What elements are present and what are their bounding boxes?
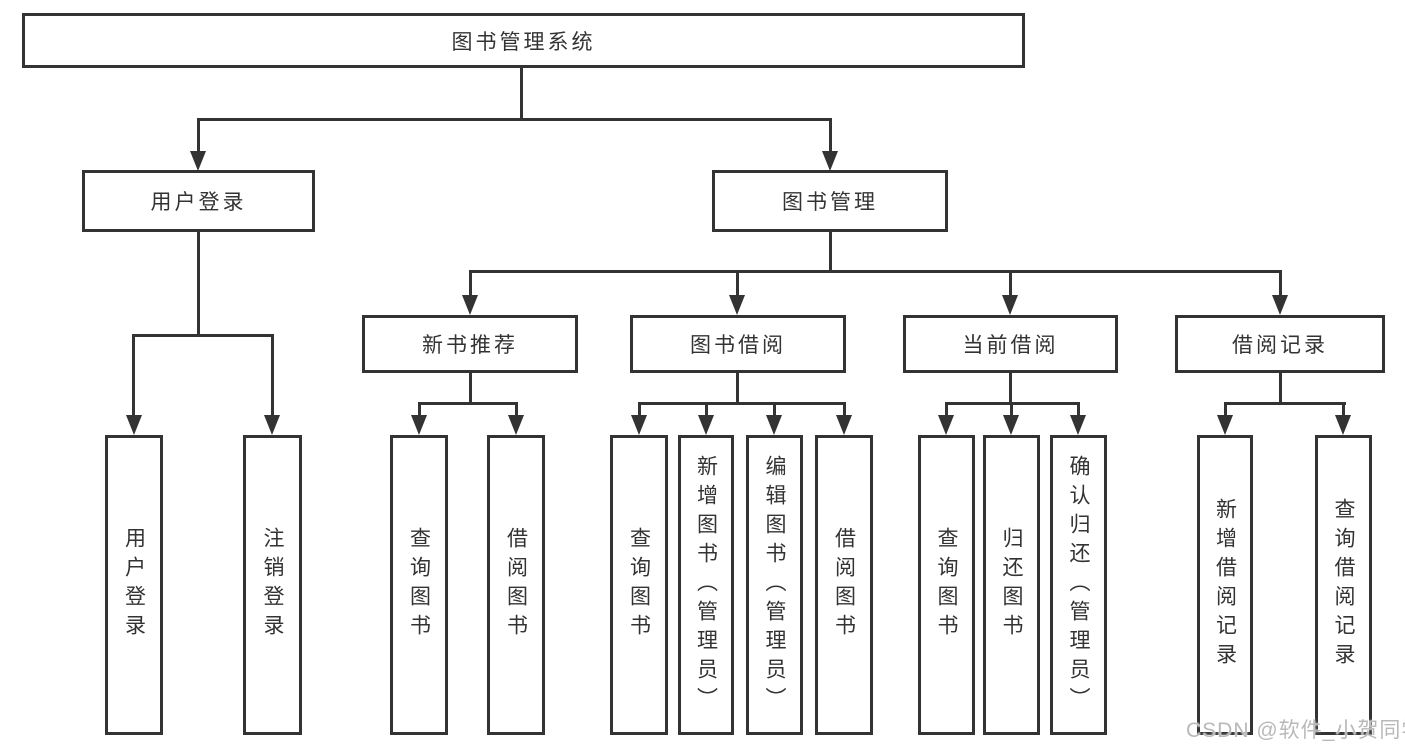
arrow-down-icon xyxy=(1335,415,1351,435)
connector-line xyxy=(197,118,832,121)
arrow-down-icon xyxy=(1070,415,1086,435)
connector-line xyxy=(520,66,523,120)
connector-line xyxy=(1077,402,1080,417)
connector-line xyxy=(469,270,1282,273)
node-label: 借阅记录 xyxy=(1232,334,1328,357)
arrow-down-icon xyxy=(1272,295,1288,315)
connector-line xyxy=(1009,373,1012,405)
arrow-down-icon xyxy=(462,295,478,315)
node-label: 图书管理系统 xyxy=(451,30,596,54)
node-label: 新书推荐 xyxy=(422,334,518,357)
arrow-down-icon xyxy=(766,415,782,435)
connector-line xyxy=(469,270,472,297)
arrow-down-icon xyxy=(631,415,647,435)
connector-line xyxy=(271,334,274,417)
node-label: 查询借阅记录 xyxy=(1332,498,1356,672)
arrow-down-icon xyxy=(1217,415,1233,435)
arrow-down-icon xyxy=(264,415,280,435)
node-label: 图书借阅 xyxy=(690,334,786,357)
node-current-borrow: 当前借阅 xyxy=(903,315,1118,373)
node-label: 确认归还（管理员） xyxy=(1067,454,1091,716)
connector-line xyxy=(418,402,421,417)
node-label: 当前借阅 xyxy=(962,334,1059,357)
connector-line xyxy=(945,402,948,417)
node-label: 查询图书 xyxy=(935,527,959,643)
node-borrow-record: 借阅记录 xyxy=(1175,315,1385,373)
leaf-user-login: 用户登录 xyxy=(105,435,163,735)
connector-line xyxy=(515,402,518,417)
connector-line xyxy=(829,232,832,273)
leaf-recommend-query-book: 查询图书 xyxy=(390,435,448,735)
connector-line xyxy=(736,270,739,297)
leaf-record-add-borrow-record: 新增借阅记录 xyxy=(1197,435,1253,735)
connector-line xyxy=(1224,402,1227,417)
connector-line xyxy=(1009,270,1012,297)
arrow-down-icon xyxy=(1002,295,1018,315)
node-library-management-system: 图书管理系统 xyxy=(22,13,1025,68)
connector-line xyxy=(1279,373,1282,405)
connector-line xyxy=(1010,402,1013,417)
arrow-down-icon xyxy=(729,295,745,315)
connector-line xyxy=(418,402,518,405)
node-book-management: 图书管理 xyxy=(712,170,948,232)
leaf-borrow-borrow-book: 借阅图书 xyxy=(815,435,873,735)
connector-line xyxy=(469,373,472,405)
arrow-down-icon xyxy=(126,415,142,435)
leaf-borrow-query-book: 查询图书 xyxy=(610,435,668,735)
csdn-watermark: CSDN @软件_小贺同学 xyxy=(1186,719,1405,742)
node-label: 用户登录 xyxy=(150,191,247,214)
node-label: 归还图书 xyxy=(1000,527,1024,643)
leaf-recommend-borrow-book: 借阅图书 xyxy=(487,435,545,735)
connector-line xyxy=(829,118,832,154)
connector-line xyxy=(1279,270,1282,297)
connector-line xyxy=(638,402,846,405)
node-label: 新增借阅记录 xyxy=(1213,498,1237,672)
leaf-record-query-borrow-record: 查询借阅记录 xyxy=(1315,435,1372,735)
node-label: 用户登录 xyxy=(122,527,146,643)
leaf-logout: 注销登录 xyxy=(243,435,302,735)
arrow-down-icon xyxy=(698,415,714,435)
arrow-down-icon xyxy=(822,151,838,171)
leaf-current-query-book: 查询图书 xyxy=(918,435,975,735)
connector-line xyxy=(638,402,641,417)
node-label: 图书管理 xyxy=(782,191,878,214)
arrow-down-icon xyxy=(190,151,206,171)
connector-line xyxy=(843,402,846,417)
arrow-down-icon xyxy=(1003,415,1019,435)
leaf-borrow-edit-book-admin: 编辑图书（管理员） xyxy=(746,435,803,735)
arrow-down-icon xyxy=(411,415,427,435)
connector-line xyxy=(1224,402,1346,405)
arrow-down-icon xyxy=(836,415,852,435)
connector-line xyxy=(132,334,135,417)
node-label: 查询图书 xyxy=(627,527,651,643)
connector-line xyxy=(1342,402,1345,417)
node-label: 查询图书 xyxy=(407,527,431,643)
leaf-current-confirm-return-admin: 确认归还（管理员） xyxy=(1050,435,1107,735)
node-label: 借阅图书 xyxy=(504,527,528,643)
node-book-borrow: 图书借阅 xyxy=(630,315,846,373)
connector-line xyxy=(736,373,739,405)
node-new-book-recommend: 新书推荐 xyxy=(362,315,578,373)
node-label: 新增图书（管理员） xyxy=(694,454,718,716)
leaf-borrow-add-book-admin: 新增图书（管理员） xyxy=(678,435,734,735)
connector-line xyxy=(197,232,200,336)
node-label: 注销登录 xyxy=(261,527,285,643)
leaf-current-return-book: 归还图书 xyxy=(983,435,1040,735)
connector-line xyxy=(197,118,200,154)
arrow-down-icon xyxy=(508,415,524,435)
node-label: 借阅图书 xyxy=(832,527,856,643)
node-user-login: 用户登录 xyxy=(82,170,315,232)
node-label: 编辑图书（管理员） xyxy=(763,454,787,716)
connector-line xyxy=(132,334,274,337)
arrow-down-icon xyxy=(938,415,954,435)
connector-line xyxy=(705,402,708,417)
connector-line xyxy=(773,402,776,417)
